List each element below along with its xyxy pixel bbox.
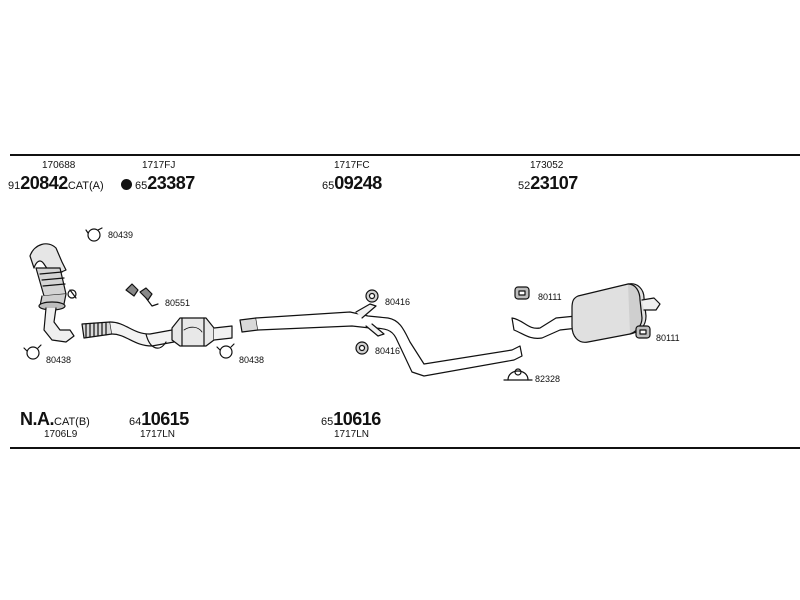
part-main: 09248 bbox=[334, 173, 382, 193]
catalyst-b bbox=[171, 317, 233, 347]
part-number-na-catb: N.A.CAT(B) bbox=[20, 410, 90, 431]
part-prefix: 91 bbox=[8, 180, 21, 192]
clamp-80439-icon bbox=[85, 227, 103, 242]
part-main: N.A. bbox=[20, 409, 55, 429]
part-prefix: 65 bbox=[321, 416, 334, 428]
top-rule bbox=[10, 154, 800, 156]
label-80439: 80439 bbox=[108, 230, 134, 240]
rear-silencer-173052 bbox=[511, 283, 661, 343]
part-main: 23387 bbox=[147, 173, 195, 193]
part-prefix: 52 bbox=[518, 180, 531, 192]
rubber-mount-80416-upper-icon bbox=[365, 289, 379, 303]
part-main: 23107 bbox=[530, 173, 578, 193]
rubber-mount-80416-lower-icon bbox=[355, 341, 369, 355]
ref-label-1717LN-b: 1717LN bbox=[334, 429, 370, 440]
front-pipe-1717FJ bbox=[81, 321, 175, 349]
part-prefix: 65 bbox=[135, 180, 148, 192]
ref-label-1717FC: 1717FC bbox=[334, 160, 370, 171]
clamp-80438-left-icon bbox=[23, 344, 42, 360]
label-80416-upper: 80416 bbox=[385, 297, 411, 307]
label-80111-right: 80111 bbox=[656, 333, 680, 343]
ref-label-1717LN-a: 1717LN bbox=[140, 429, 176, 440]
label-80416-lower: 80416 bbox=[375, 346, 401, 356]
ref-label-173052: 173052 bbox=[530, 160, 564, 171]
part-number-6410615: 6410615 bbox=[129, 410, 189, 431]
ref-label-170688: 170688 bbox=[42, 160, 76, 171]
rubber-mount-80111-right-icon bbox=[635, 325, 651, 339]
part-main: 10615 bbox=[141, 409, 189, 429]
part-suffix: CAT(B) bbox=[54, 416, 90, 428]
label-82328: 82328 bbox=[535, 374, 561, 384]
manifold-catalyst-a bbox=[29, 243, 77, 343]
label-80438-mid: 80438 bbox=[239, 355, 265, 365]
part-number-92084: 9120842CAT(A) bbox=[8, 174, 104, 195]
ref-label-1717FJ: 1717FJ bbox=[142, 160, 176, 171]
ref-label-1706L9: 1706L9 bbox=[44, 429, 78, 440]
part-number-6510616: 6510616 bbox=[321, 410, 381, 431]
middle-pipe-1717FC bbox=[239, 303, 523, 377]
part-number-6509248: 6509248 bbox=[322, 174, 382, 195]
clamp-82328-icon bbox=[503, 368, 533, 381]
part-number-5223107: 5223107 bbox=[518, 174, 578, 195]
part-number-6523387: 6523387 bbox=[121, 174, 195, 195]
part-suffix: CAT(A) bbox=[67, 180, 104, 192]
part-prefix: 65 bbox=[322, 180, 335, 192]
filled-dot-icon bbox=[121, 179, 132, 190]
clamp-80438-mid-icon bbox=[216, 343, 235, 359]
part-main: 10616 bbox=[333, 409, 381, 429]
bottom-rule bbox=[10, 447, 800, 449]
label-80111-left: 80111 bbox=[538, 292, 562, 302]
part-main: 20842 bbox=[20, 173, 68, 193]
label-80438-left: 80438 bbox=[46, 355, 72, 365]
label-80551: 80551 bbox=[165, 298, 191, 308]
bracket-80551-icon bbox=[125, 283, 159, 307]
rubber-mount-80111-left-icon bbox=[514, 286, 530, 300]
part-prefix: 64 bbox=[129, 416, 142, 428]
